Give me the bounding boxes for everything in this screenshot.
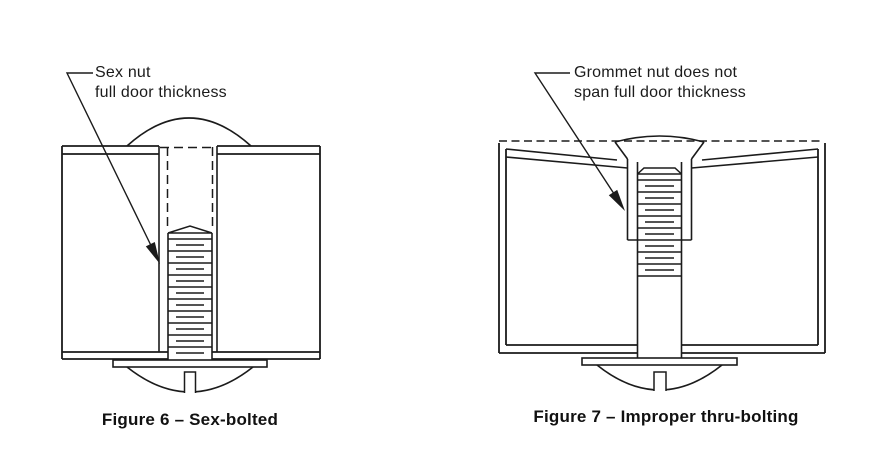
figure6-washer [112, 359, 268, 368]
figure6-sex-nut-sleeve-hidden [160, 146, 216, 231]
figure6-threaded-column [167, 233, 213, 360]
figure6-callout-line2: full door thickness [95, 84, 227, 101]
figure7-door [498, 143, 826, 354]
figure7-dished-skins [505, 148, 819, 169]
figure6-drawing [61, 72, 321, 393]
figure7-grommet-nut-body [626, 159, 693, 241]
figure7-callout: Grommet nut does not span full door thic… [574, 63, 746, 103]
figure7-leader-arrow [533, 72, 625, 211]
figure7-threaded-section [636, 167, 683, 277]
figure6-door [61, 145, 321, 360]
figure7-caption: Figure 7 – Improper thru-bolting [533, 407, 799, 426]
figure6-callout-line1: Sex nut [95, 64, 151, 81]
figure7-drawing [498, 72, 826, 391]
figure7-callout-line2: span full door thickness [574, 84, 747, 101]
figure6-top-bolt-head [126, 117, 252, 147]
figure7-screw-slot [653, 371, 667, 391]
figure6-leader-arrow [65, 72, 160, 264]
figure7-washer [581, 357, 738, 366]
figure7-callout-line1: Grommet nut does not [574, 64, 738, 81]
figure7-bolt-shaft [636, 162, 683, 358]
figure6-callout: Sex nut full door thickness [95, 63, 227, 103]
figure6-caption: Figure 6 – Sex-bolted [101, 410, 279, 429]
figure6-screw-slot [183, 371, 197, 393]
figure6-hole-walls [158, 146, 218, 352]
figure6-screw-tip [167, 225, 213, 234]
figure7-top-bolt-head [614, 135, 705, 160]
